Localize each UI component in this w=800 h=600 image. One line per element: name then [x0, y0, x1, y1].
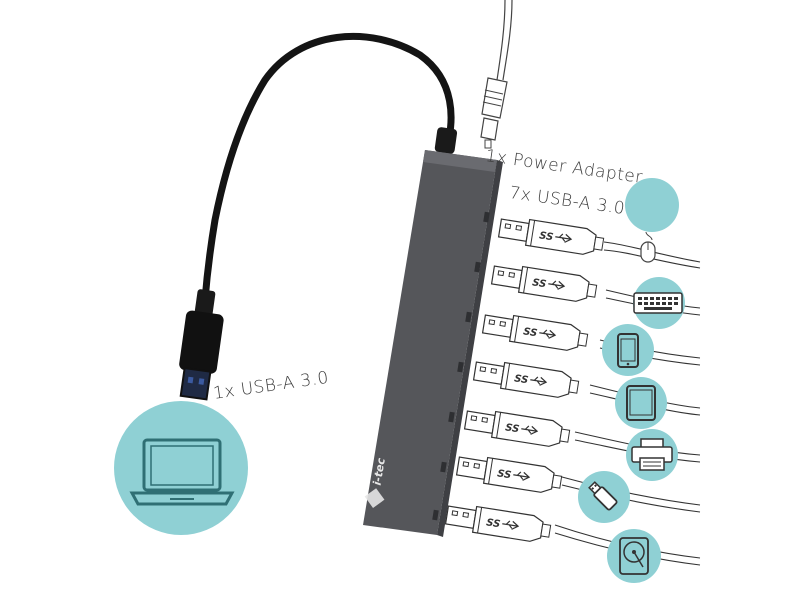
- device-keyboard: [633, 277, 685, 329]
- usb-flash-drive-icon: [588, 481, 618, 511]
- device-circle: [602, 324, 654, 376]
- usb-a-plug: SS: [481, 314, 589, 351]
- mouse-icon: [640, 231, 656, 263]
- usb-a-plug: SS: [444, 505, 552, 542]
- device-smartphone: [602, 324, 654, 376]
- device-tablet: [615, 377, 667, 429]
- usb-plug-list: SS SS SS SS SS SS SS: [444, 218, 605, 542]
- usb-superspeed-logo: SS: [538, 230, 554, 243]
- usb-hub-body: i-tec: [363, 150, 503, 537]
- device-flash-drive: [578, 471, 630, 523]
- usb-a-plug: SS: [472, 361, 580, 398]
- svg-text:i-tec: i-tec: [371, 457, 388, 487]
- power-adapter-connector: [480, 0, 513, 149]
- hub-port-notches: [432, 211, 490, 521]
- device-circle: [625, 178, 679, 232]
- usb-superspeed-logo: SS: [513, 373, 529, 386]
- tablet-icon: [626, 385, 656, 421]
- host-device: [114, 401, 248, 535]
- usb-superspeed-logo: SS: [485, 517, 501, 530]
- device-hard-drive: [607, 529, 661, 583]
- usb-a-plug: SS: [455, 456, 563, 493]
- usb-superspeed-logo: SS: [496, 468, 512, 481]
- usb-a-plug: SS: [497, 218, 605, 255]
- laptop-icon: [129, 438, 235, 506]
- usb-superspeed-logo: SS: [504, 422, 520, 435]
- host-device-circle: [114, 401, 248, 535]
- device-mouse: [625, 178, 679, 263]
- device-circle: [615, 377, 667, 429]
- host-usb-plug: [179, 310, 224, 401]
- device-circles: [578, 178, 685, 583]
- printer-icon: [631, 438, 673, 471]
- usb-a-plug: SS: [490, 265, 598, 302]
- usb-superspeed-logo: SS: [531, 277, 547, 290]
- usb-superspeed-logo: SS: [522, 326, 538, 339]
- hard-drive-icon: [619, 537, 649, 575]
- hub-cable-strain-relief: [434, 127, 458, 154]
- device-printer: [626, 429, 678, 481]
- smartphone-icon: [617, 333, 639, 368]
- keyboard-icon: [633, 292, 683, 314]
- usb-a-plug: SS: [463, 410, 571, 447]
- cable-strain-relief: [194, 289, 216, 317]
- host-cable: [201, 33, 455, 304]
- i-tec-logo: i-tec: [364, 457, 388, 508]
